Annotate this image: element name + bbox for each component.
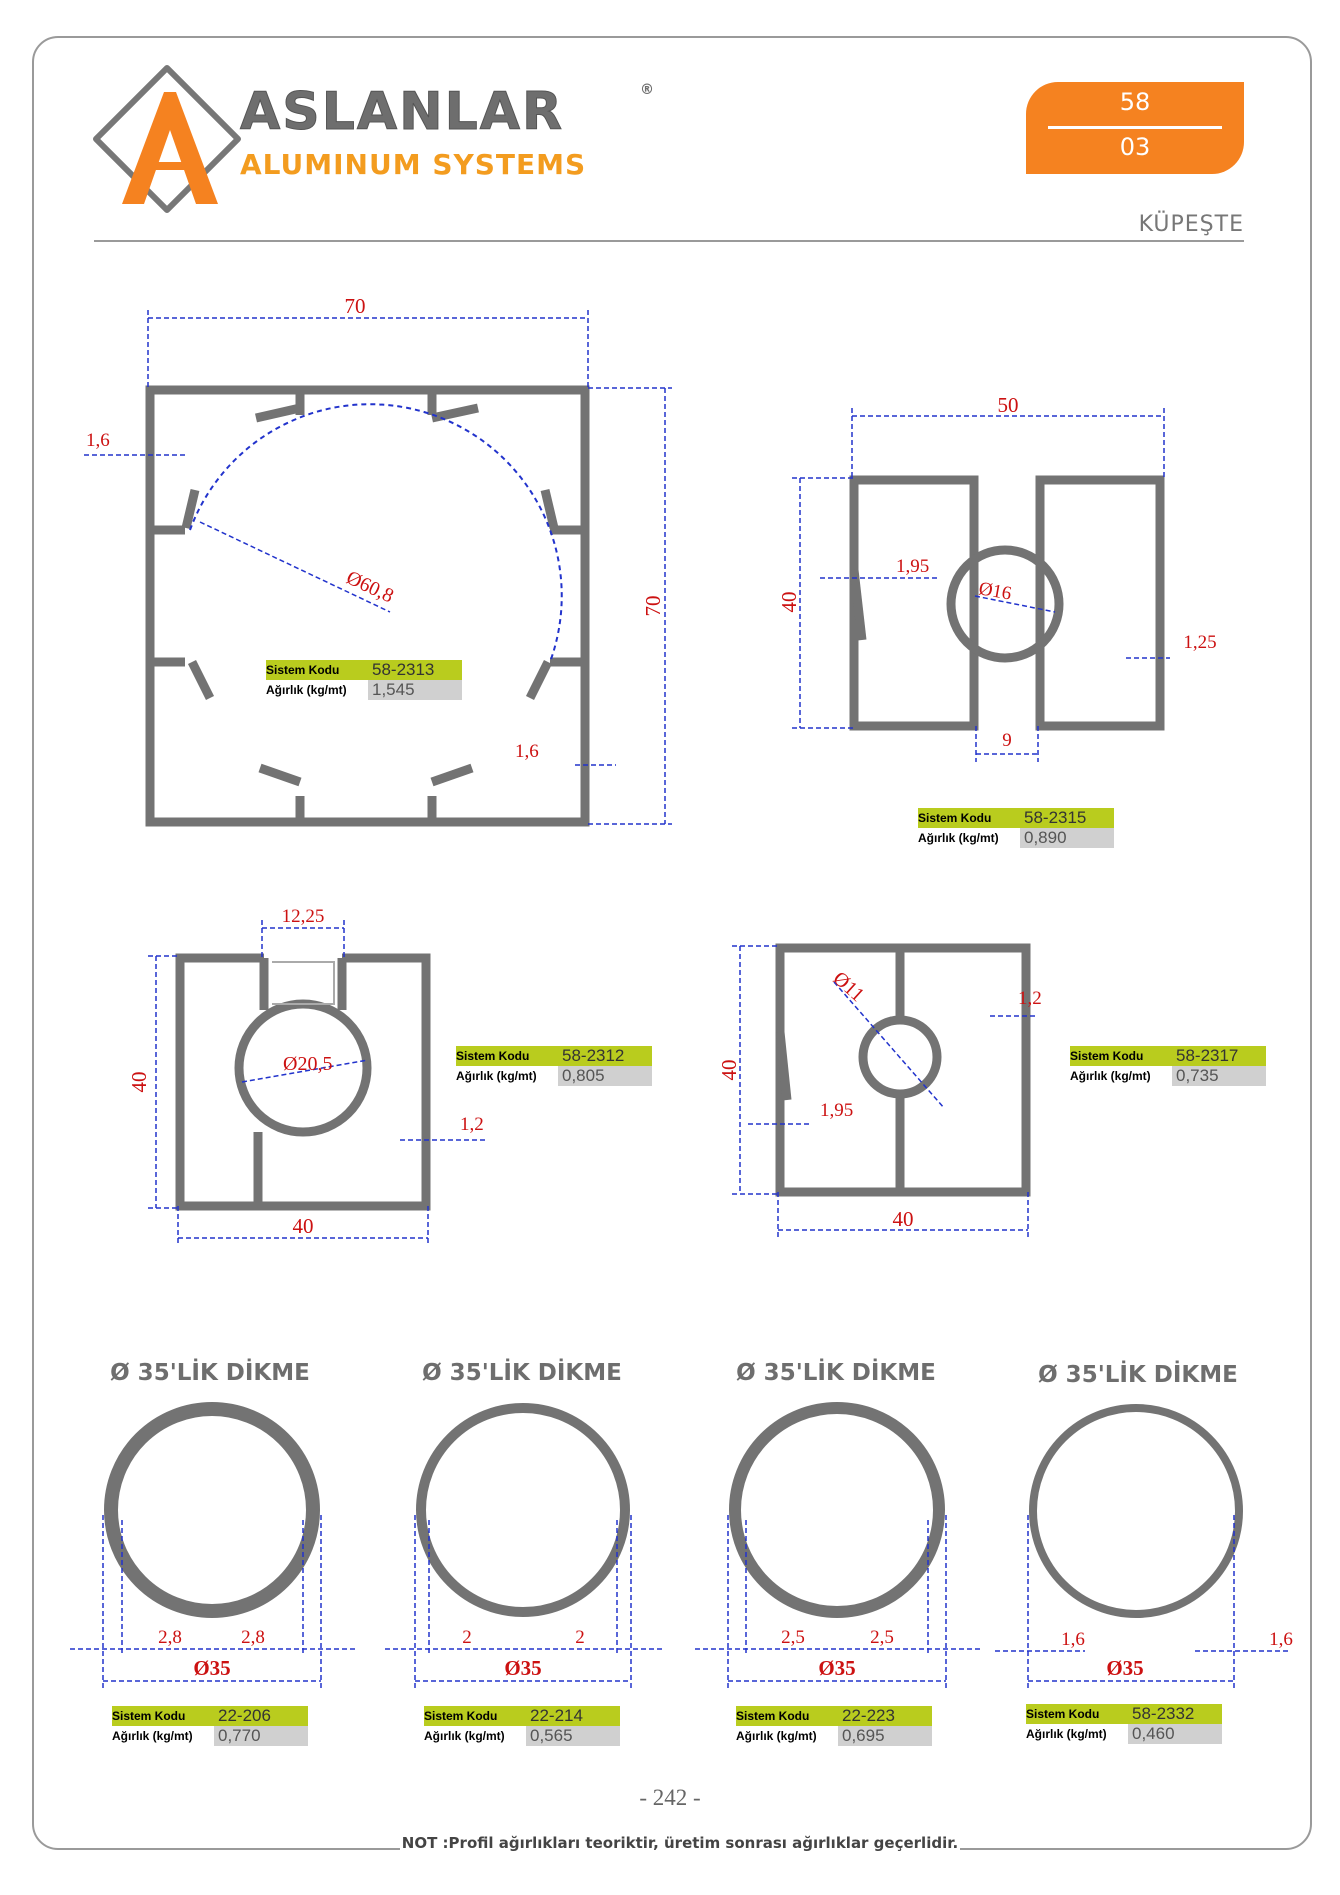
category-title: KÜPEŞTE — [1138, 212, 1244, 237]
dim-wall-left: 2,8 — [158, 1627, 182, 1648]
code-value: 22-214 — [526, 1706, 620, 1726]
weight-value: 0,770 — [214, 1726, 308, 1746]
dim-wall-right: 1,2 — [1018, 988, 1042, 1009]
code-key: Sistem Kodu — [424, 1706, 526, 1726]
weight-value: 0,890 — [1020, 828, 1114, 848]
dim-wall-left: 2,5 — [781, 1627, 805, 1648]
dikme-22-206-drawing: 2,8 2,8 Ø35 — [70, 1402, 355, 1691]
weight-value: 0,565 — [526, 1726, 620, 1746]
dikme-title: Ø 35'LİK DİKME — [1038, 1362, 1238, 1388]
dim-height: 40 — [127, 1072, 151, 1093]
dim-diameter: Ø20,5 — [283, 1053, 332, 1075]
dim-wall: 1,95 — [896, 556, 929, 577]
weight-value: 1,545 — [368, 680, 462, 700]
page-tag: 58 03 — [1026, 82, 1244, 174]
dim-width: 40 — [293, 1214, 314, 1238]
dikme-22-223-drawing: 2,5 2,5 Ø35 — [695, 1402, 980, 1691]
weight-value: 0,735 — [1172, 1066, 1266, 1086]
weight-value: 0,460 — [1128, 1724, 1222, 1744]
dim-width: 40 — [893, 1207, 914, 1231]
weight-key: Ağırlık (kg/mt) — [112, 1729, 193, 1743]
dim-diameter: Ø11 — [829, 967, 869, 1006]
weight-key: Ağırlık (kg/mt) — [266, 683, 347, 697]
profile-58-2312-drawing: 12,25 40 Ø20,5 1,2 40 — [127, 906, 488, 1246]
brand-subtitle: ALUMINUM SYSTEMS — [240, 148, 587, 181]
weight-key: Ağırlık (kg/mt) — [918, 831, 999, 845]
profile-58-2313-drawing: 70 70 1,6 Ø60,8 1,6 — [84, 294, 672, 827]
dim-wall-right: 2,8 — [241, 1627, 265, 1648]
dim-width: 50 — [998, 393, 1019, 417]
code-key: Sistem Kodu — [266, 660, 368, 680]
tag-top: 58 — [1119, 88, 1151, 116]
dim-wall-right: 1,6 — [515, 741, 539, 762]
tag-divider — [1048, 126, 1222, 129]
weight-key: Ağırlık (kg/mt) — [1026, 1727, 1107, 1741]
page-number: - 242 - — [639, 1785, 701, 1810]
dim-height: 40 — [777, 592, 801, 613]
code-value: 58-2332 — [1128, 1704, 1222, 1724]
header-divider — [94, 240, 1244, 242]
logo-mark — [93, 65, 241, 213]
dim-wall-right: 1,25 — [1183, 632, 1216, 653]
code-value: 58-2313 — [368, 660, 462, 680]
dim-diameter: Ø35 — [193, 1656, 230, 1680]
dim-wall-right: 2 — [575, 1627, 585, 1648]
code-value: 22-223 — [838, 1706, 932, 1726]
dim-wall-left: 1,95 — [820, 1100, 853, 1121]
dim-wall: 1,2 — [460, 1114, 484, 1135]
dim-diameter: Ø35 — [504, 1656, 541, 1680]
dim-height: 40 — [720, 1060, 741, 1081]
weight-value: 0,695 — [838, 1726, 932, 1746]
code-key: Sistem Kodu — [1026, 1704, 1128, 1724]
dim-diameter: Ø60,8 — [343, 567, 397, 608]
brand-name: ASLANLAR — [239, 82, 565, 143]
code-key: Sistem Kodu — [736, 1706, 838, 1726]
dim-wall-left: 1,6 — [86, 430, 110, 451]
weight-key: Ağırlık (kg/mt) — [1070, 1069, 1151, 1083]
dim-height: 70 — [641, 596, 665, 617]
code-value: 58-2315 — [1020, 808, 1114, 828]
code-key: Sistem Kodu — [1070, 1046, 1172, 1066]
dikme-58-2332-drawing: 1,6 1,6 Ø35 — [995, 1404, 1293, 1691]
weight-key: Ağırlık (kg/mt) — [424, 1729, 505, 1743]
dim-width: 70 — [345, 294, 366, 318]
dikme-title: Ø 35'LİK DİKME — [110, 1360, 310, 1386]
dim-diameter: Ø35 — [818, 1656, 855, 1680]
weight-key: Ağırlık (kg/mt) — [736, 1729, 817, 1743]
code-key: Sistem Kodu — [456, 1046, 558, 1066]
dim-wall-left: 2 — [462, 1627, 472, 1648]
dim-wall-right: 2,5 — [870, 1627, 894, 1648]
dim-wall-right: 1,6 — [1269, 1629, 1293, 1650]
dikme-title: Ø 35'LİK DİKME — [422, 1360, 622, 1386]
profile-58-2317-drawing: Ø11 1,2 40 1,95 40 — [720, 943, 1042, 1238]
tag-bottom: 03 — [1119, 133, 1151, 161]
weight-value: 0,805 — [558, 1066, 652, 1086]
weight-key: Ağırlık (kg/mt) — [456, 1069, 537, 1083]
dim-diameter: Ø16 — [977, 578, 1013, 604]
code-value: 58-2317 — [1172, 1046, 1266, 1066]
code-key: Sistem Kodu — [112, 1706, 214, 1726]
code-key: Sistem Kodu — [918, 808, 1020, 828]
profile-58-2315-drawing: 50 40 1,95 Ø16 1,25 9 — [777, 393, 1217, 762]
footer-note: NOT :Profil ağırlıkları teoriktir, üreti… — [400, 1834, 960, 1852]
dikme-title: Ø 35'LİK DİKME — [736, 1360, 936, 1386]
code-value: 22-206 — [214, 1706, 308, 1726]
dikme-22-214-drawing: 2 2 Ø35 — [385, 1403, 665, 1691]
dim-slot: 12,25 — [282, 906, 325, 927]
registered-mark: ® — [640, 82, 654, 98]
dim-diameter: Ø35 — [1106, 1656, 1143, 1680]
code-value: 58-2312 — [558, 1046, 652, 1066]
dim-wall-left: 1,6 — [1061, 1629, 1085, 1650]
dim-slot: 9 — [1002, 730, 1012, 751]
